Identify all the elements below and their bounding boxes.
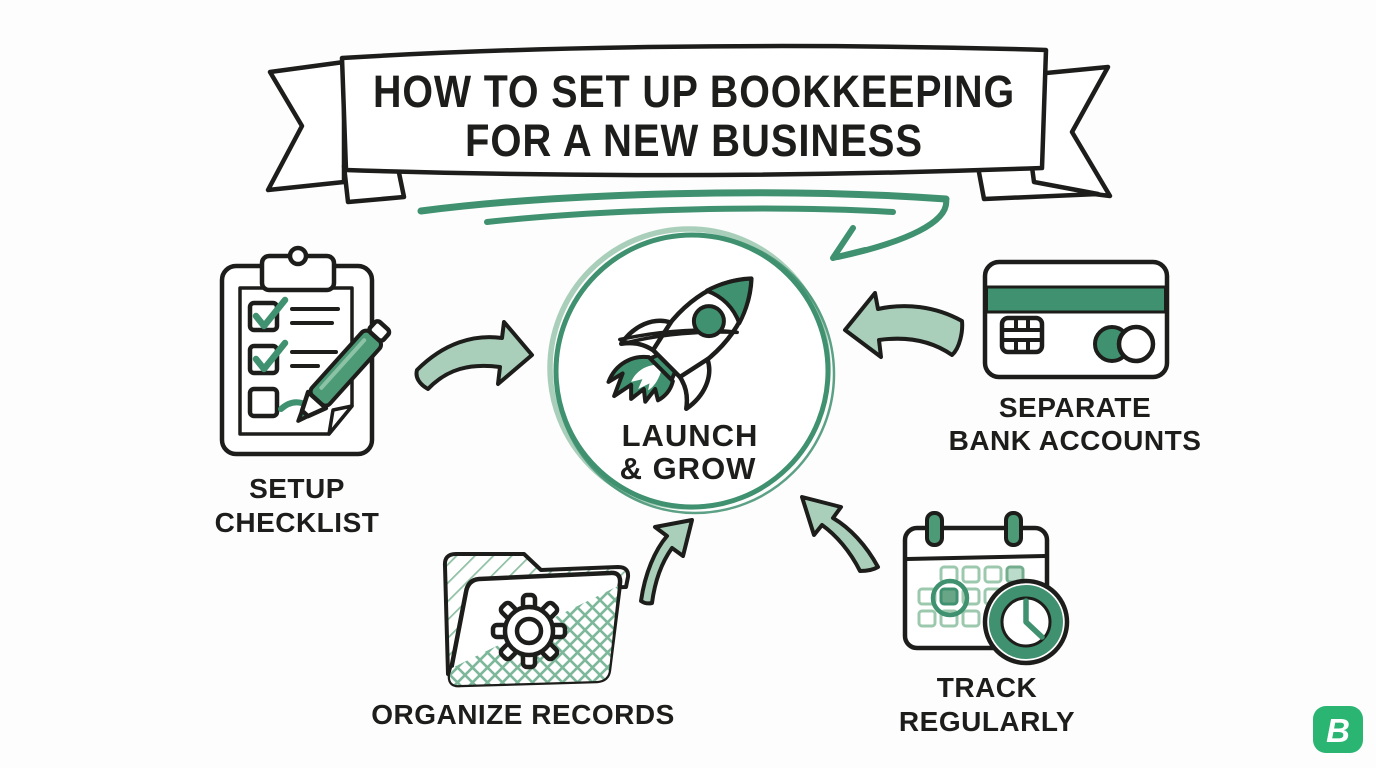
center-label-line2: & GROW xyxy=(620,451,757,486)
logo-badge: B xyxy=(1313,706,1363,753)
node-setup-checklist: SETUP CHECKLIST xyxy=(215,245,534,538)
arrow-up-left-icon xyxy=(800,495,880,573)
center-label-line1: LAUNCH xyxy=(622,418,759,453)
credit-card-icon xyxy=(982,259,1170,380)
checkmark-icon xyxy=(252,296,289,330)
arrow-right-icon xyxy=(414,320,534,391)
gear-icon xyxy=(490,592,568,670)
ribbon-face xyxy=(339,43,1049,178)
node-organize-records: ORGANIZE RECORDS xyxy=(371,518,694,730)
pen-icon xyxy=(296,319,392,423)
node-label-line2: REGULARLY xyxy=(899,706,1075,737)
rocket-icon xyxy=(606,276,754,412)
banner-title-line2: FOR A NEW BUSINESS xyxy=(465,115,923,166)
arrow-up-right-icon xyxy=(639,518,694,606)
clipboard-checklist-icon xyxy=(219,245,392,457)
card-stripe xyxy=(985,285,1167,314)
folder-gear-icon xyxy=(442,552,631,688)
node-label-line2: BANK ACCOUNTS xyxy=(949,425,1202,456)
node-separate-bank-accounts: SEPARATE BANK ACCOUNTS xyxy=(843,259,1202,456)
calendar-clock-icon xyxy=(902,511,1070,666)
node-track-regularly: TRACK REGULARLY xyxy=(800,495,1075,737)
node-label-line1: ORGANIZE RECORDS xyxy=(371,699,675,730)
node-label-line1: SETUP xyxy=(249,473,345,504)
checkmark-icon xyxy=(252,339,289,373)
banner-title-line1: HOW TO SET UP BOOKKEEPING xyxy=(373,66,1015,117)
arrow-left-icon xyxy=(843,291,965,359)
logo-letter: B xyxy=(1326,712,1350,749)
node-label-line1: SEPARATE xyxy=(999,392,1151,423)
clock-icon xyxy=(982,578,1070,666)
card-chip-icon xyxy=(999,315,1045,355)
node-label-line2: CHECKLIST xyxy=(215,507,380,538)
center-hub: LAUNCH & GROW xyxy=(547,226,836,515)
title-ribbon-banner: HOW TO SET UP BOOKKEEPING FOR A NEW BUSI… xyxy=(265,43,1113,205)
banner-swoosh-arrow-icon xyxy=(417,189,950,261)
calendar-day-highlight xyxy=(930,578,970,618)
node-label-line1: TRACK xyxy=(937,672,1038,703)
ribbon-tail-left xyxy=(265,59,347,193)
hub-ring-sketch xyxy=(554,233,836,515)
logo-background xyxy=(1313,706,1363,753)
